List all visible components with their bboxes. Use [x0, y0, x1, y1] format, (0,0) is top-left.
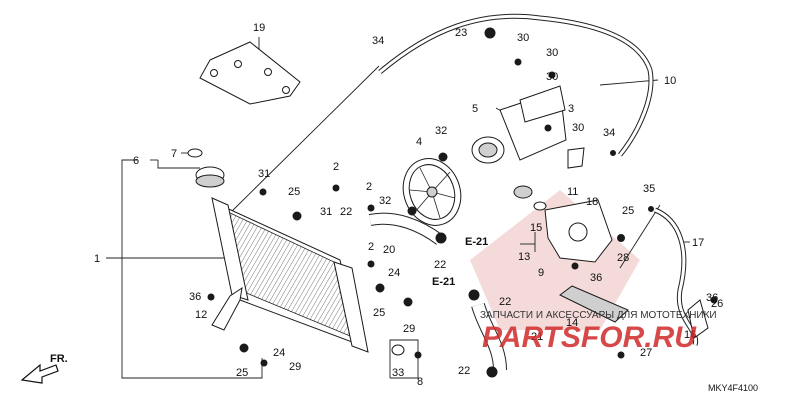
callout: 30 — [546, 47, 558, 59]
callout: 26 — [711, 298, 723, 310]
callout: 25 — [373, 307, 385, 319]
pump-cover — [513, 185, 613, 263]
callout: 12 — [195, 309, 207, 321]
section-refs: E-21 E-21 — [432, 236, 488, 288]
callout: 31 — [258, 168, 270, 180]
callout: 27 — [640, 347, 652, 359]
callout: 20 — [383, 244, 395, 256]
callout: 29 — [289, 361, 301, 373]
callout: 19 — [253, 22, 265, 34]
callout: 22 — [458, 365, 470, 377]
front-arrow-icon: FR. — [20, 353, 68, 384]
callout: 2 — [368, 241, 374, 253]
radiator-cap — [187, 148, 225, 188]
callout: 25 — [236, 367, 248, 379]
fan-motor — [471, 85, 567, 164]
heat-shield — [559, 285, 629, 323]
callout: 29 — [403, 323, 415, 335]
callout: 28 — [617, 252, 629, 264]
callouts: 1 2 2 2 3 4 5 6 7 8 9 10 11 12 13 14 15 … — [94, 22, 723, 388]
callout: 36 — [590, 272, 602, 284]
callout: 8 — [417, 376, 423, 388]
callout: 14 — [566, 317, 578, 329]
callout: 3 — [568, 103, 574, 115]
callout: 21 — [531, 331, 543, 343]
callout: 36 — [706, 292, 718, 304]
callout: 5 — [472, 103, 478, 115]
radiator — [211, 197, 369, 353]
callout: 34 — [603, 127, 615, 139]
callout: 32 — [379, 195, 391, 207]
callout: 15 — [530, 222, 542, 234]
ref-e21: E-21 — [465, 236, 488, 248]
callout: 30 — [517, 32, 529, 44]
callout: 24 — [273, 347, 285, 359]
callout: 16 — [684, 329, 696, 341]
hose-20 — [368, 212, 444, 245]
callout: 22 — [499, 296, 511, 308]
callout: 2 — [366, 181, 372, 193]
callout: 34 — [372, 35, 384, 47]
bracket-19 — [199, 41, 301, 105]
callout: 6 — [133, 155, 139, 167]
callout: 25 — [288, 186, 300, 198]
cooling-fan — [402, 158, 462, 226]
callout: 11 — [567, 186, 578, 198]
callout: 4 — [416, 136, 422, 148]
callout: 22 — [434, 259, 446, 271]
watermark-brand: PARTSFOR.RU — [482, 321, 697, 354]
front-label: FR. — [50, 353, 68, 365]
callout: 30 — [572, 122, 584, 134]
callout: 1 — [94, 253, 100, 265]
ref-e21: E-21 — [432, 276, 455, 288]
watermark: ЗАПЧАСТИ И АКСЕССУАРЫ ДЛЯ МОТОТЕХНИКИ PA… — [480, 310, 717, 354]
callout: 17 — [692, 237, 704, 249]
hose-21 — [471, 302, 507, 371]
small-brackets — [211, 147, 709, 339]
callout: 31 — [320, 206, 332, 218]
callout: 30 — [546, 71, 558, 83]
fasteners — [207, 27, 718, 378]
callout: 2 — [333, 161, 339, 173]
callout: 35 — [643, 183, 655, 195]
diagram-code: MKY4F4100 — [708, 383, 758, 393]
callout: 25 — [622, 205, 634, 217]
callout: 24 — [388, 267, 400, 279]
callout: 18 — [586, 196, 598, 208]
callout: 32 — [435, 125, 447, 137]
callout: 36 — [189, 291, 201, 303]
watermark-tagline: ЗАПЧАСТИ И АКСЕССУАРЫ ДЛЯ МОТОТЕХНИКИ — [480, 310, 717, 321]
hose-10 — [378, 13, 654, 157]
callout: 9 — [538, 267, 544, 279]
callout: 13 — [518, 251, 530, 263]
callout: 33 — [392, 367, 404, 379]
callout: 7 — [171, 148, 177, 160]
callout: 10 — [664, 75, 676, 87]
callout: 23 — [455, 27, 467, 39]
callout: 22 — [340, 206, 352, 218]
